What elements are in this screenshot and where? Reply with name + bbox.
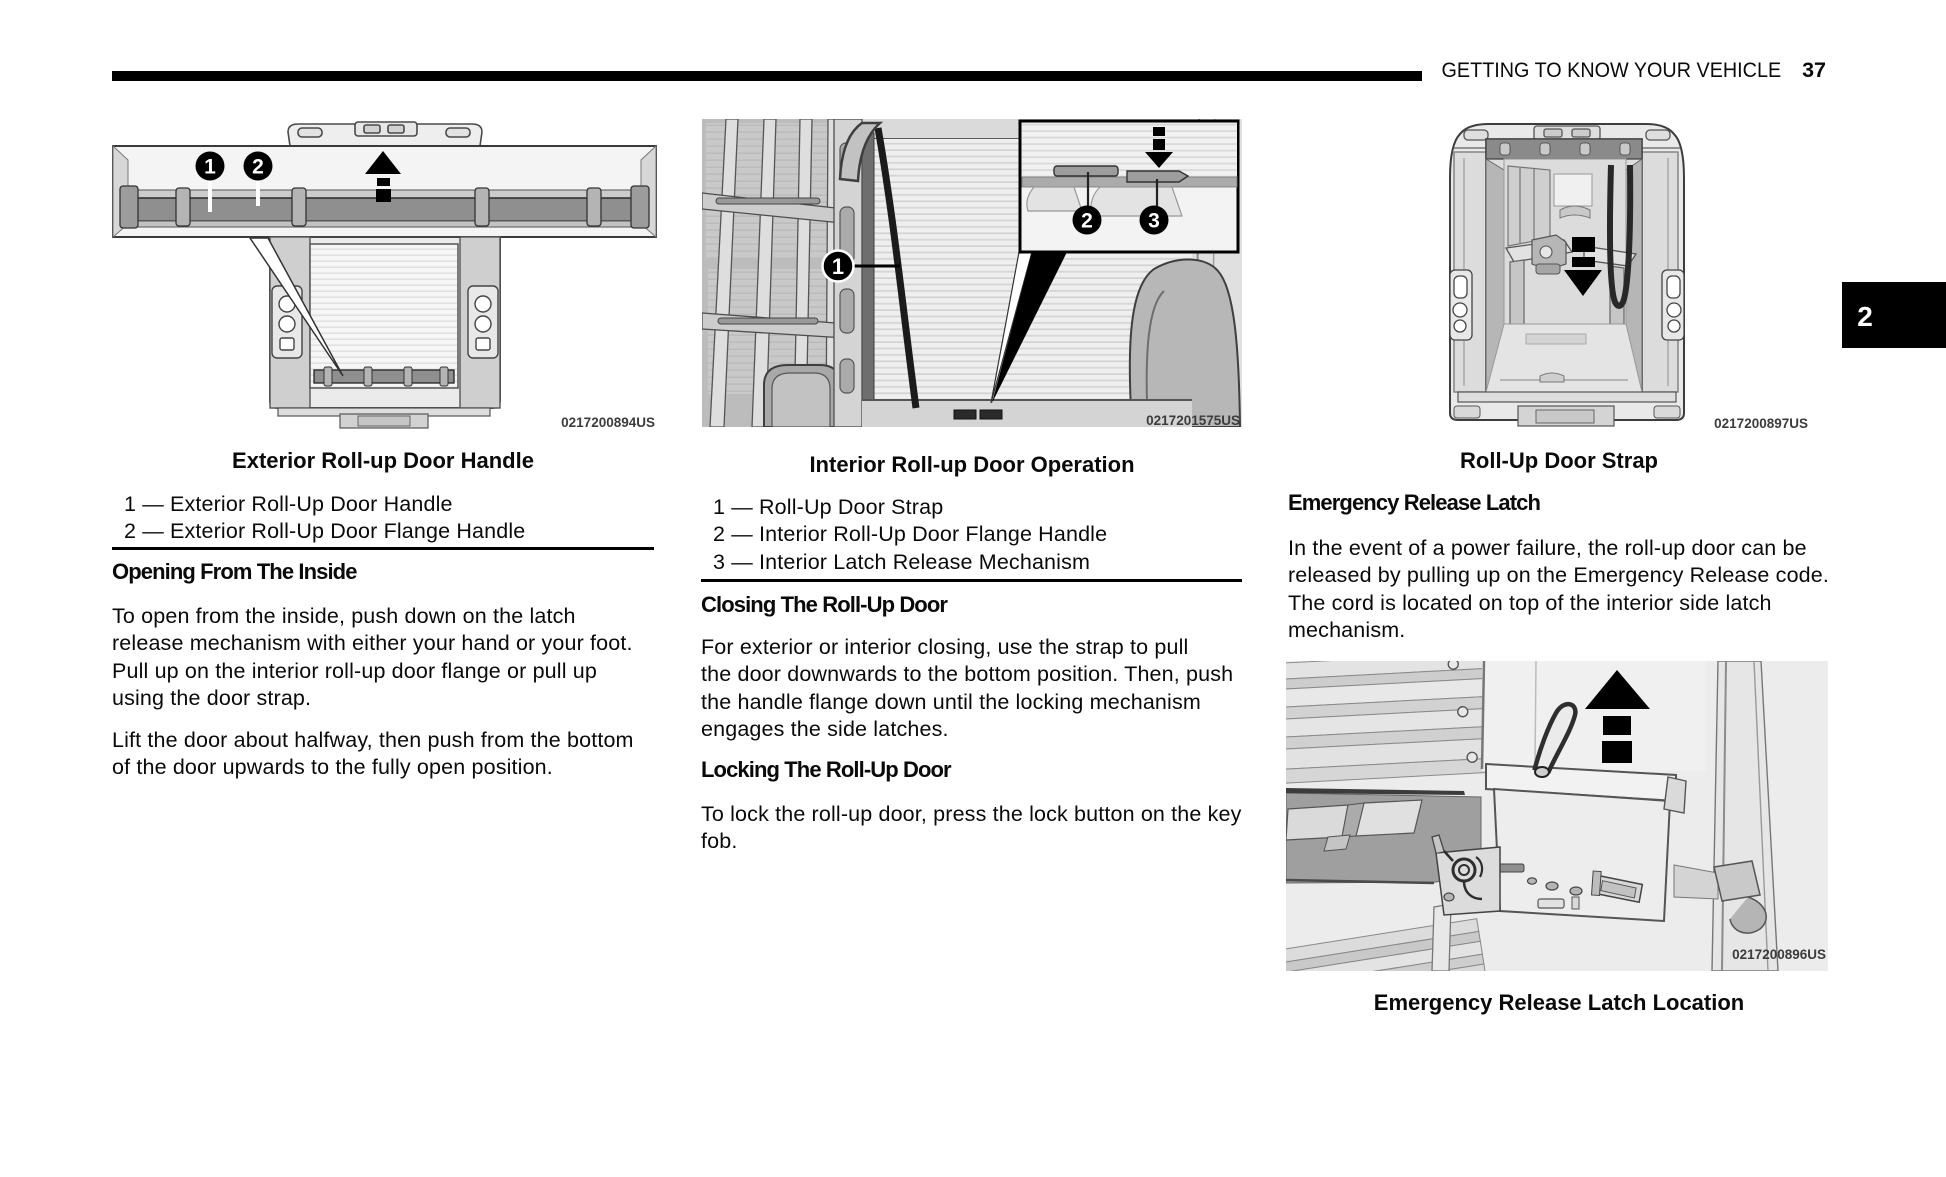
svg-text:1: 1 [204,156,216,179]
svg-text:0217200894US: 0217200894US [561,415,655,430]
svg-text:1: 1 [832,254,844,279]
svg-text:0217200896US: 0217200896US [1732,947,1826,962]
svg-text:0217201575US: 0217201575US [1146,413,1240,427]
svg-text:3: 3 [1148,210,1160,233]
svg-text:2: 2 [252,156,264,179]
svg-text:2: 2 [1081,210,1093,233]
svg-text:0217200897US: 0217200897US [1714,416,1808,430]
